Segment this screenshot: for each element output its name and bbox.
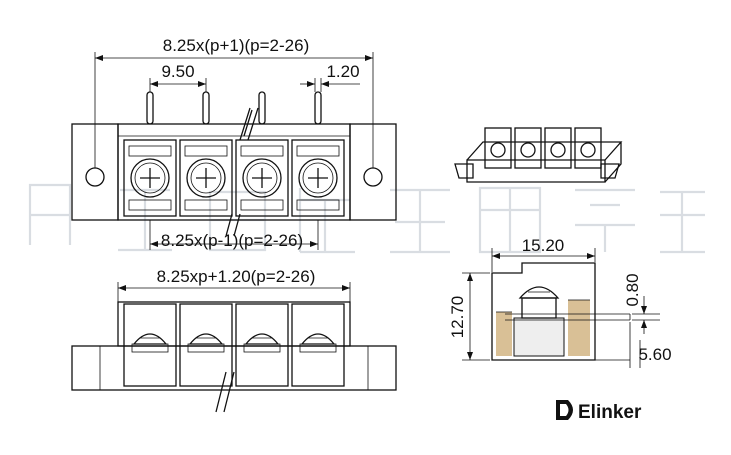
bottom-base [71,345,397,391]
screw-head-icon [188,333,224,345]
screw-icon [490,142,506,158]
bottom-housing-top [117,301,351,347]
housing-body [117,123,351,221]
depth-label: 15.20 [522,236,565,255]
side-screw-head-icon [518,286,560,299]
inner-span-dimension: 8.25x(p-1)(p=2-26) [149,220,319,250]
terminals [123,139,345,217]
terminal [179,139,233,217]
bottom-break-mark [215,371,235,413]
pin-thickness-label: 0.80 [623,273,642,306]
height-label: 12.70 [448,296,467,339]
screw-icon [186,158,226,198]
screw-icon [580,142,596,158]
terminal [291,139,345,217]
front-view: 8.25x(p+1)(p=2-26) 9.50 1.20 8.25x(p-1)(… [71,36,397,250]
elinker-logo-icon [556,400,573,420]
side-view: 15.20 12.70 0.80 5.60 [448,236,672,368]
iso-base [466,159,606,183]
screw-icon [130,158,170,198]
screw-head-icon [244,333,280,345]
screw-head-icon [132,333,168,345]
bottom-terminals [123,303,345,387]
terminal [235,139,289,217]
screw-icon [242,158,282,198]
pin [314,91,322,125]
right-mounting-hole-icon [363,167,383,187]
screw-icon [520,142,536,158]
terminal [123,139,177,217]
pin-width-dimension: 1.20 [300,62,360,92]
pin [146,91,154,125]
pin [258,91,266,125]
left-mounting-hole-icon [85,167,105,187]
pins [146,91,322,125]
isometric-view [454,127,623,183]
screw-icon [550,142,566,158]
pin-width-label: 1.20 [326,62,359,81]
inner-span-label: 8.25x(p-1)(p=2-26) [161,231,303,250]
pitch-label: 9.50 [161,62,194,81]
screw-icon [298,158,338,198]
iso-terminals [484,127,602,169]
overall-width-dimension: 8.25x(p+1)(p=2-26) [94,36,374,168]
pitch-dimension: 9.50 [149,62,207,92]
bottom-view: 8.25xp+1.20(p=2-26) [71,267,397,413]
break-mark [225,107,259,237]
brand-logo: Elinker [556,400,642,423]
terminal-bottom [179,303,233,387]
terminal-bottom [291,303,345,387]
screw-head-icon [300,333,336,345]
pin [202,91,210,125]
watermark [28,183,705,254]
overall-width-label: 8.25x(p+1)(p=2-26) [163,36,309,55]
pin-length-label: 5.60 [638,345,671,364]
side-housing-outline [491,262,596,361]
terminal-bottom [235,303,289,387]
bottom-span-label: 8.25xp+1.20(p=2-26) [157,267,316,286]
brand-name: Elinker [578,402,642,423]
terminal-bottom [123,303,177,387]
